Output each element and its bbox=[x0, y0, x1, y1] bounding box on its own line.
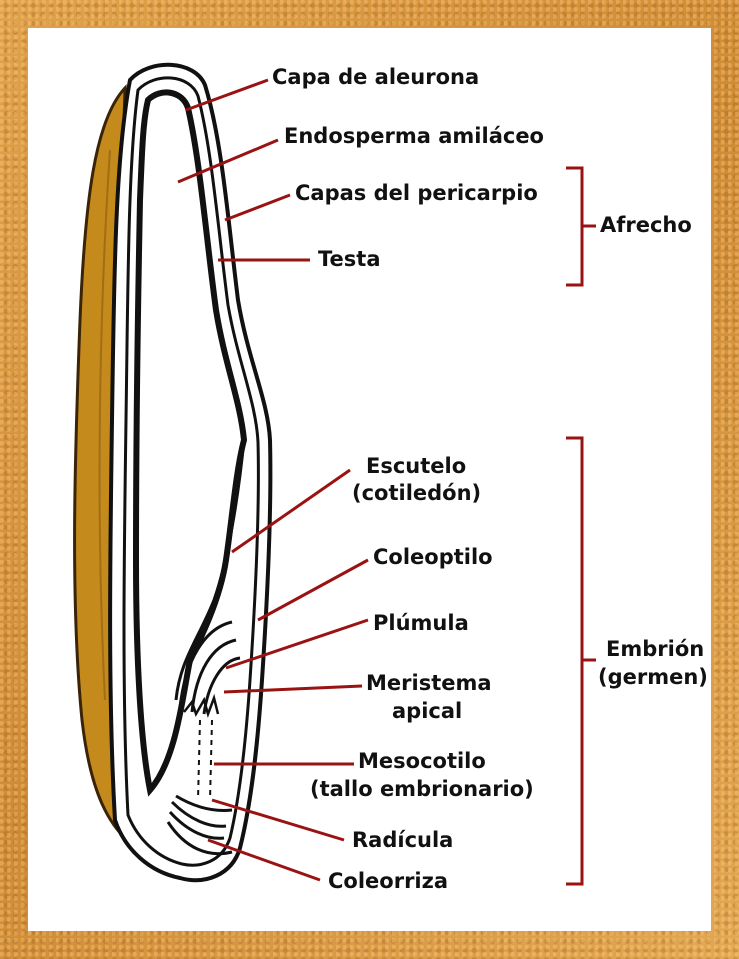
bracket-afrecho bbox=[566, 168, 596, 285]
label-meristema-2: apical bbox=[392, 699, 462, 723]
label-coleorriza: Coleorriza bbox=[328, 869, 448, 893]
leader-pericarpio bbox=[225, 195, 290, 220]
label-embrion-2: (germen) bbox=[598, 665, 708, 689]
label-escutelo-1: Escutelo bbox=[366, 454, 466, 478]
label-embrion-1: Embrión bbox=[606, 637, 704, 661]
label-plumula: Plúmula bbox=[373, 611, 469, 635]
label-mesocotilo-2: (tallo embrionario) bbox=[310, 777, 534, 801]
label-escutelo-2: (cotiledón) bbox=[352, 481, 481, 505]
bracket-embrion bbox=[566, 438, 596, 884]
leader-coleoptilo bbox=[258, 560, 368, 620]
label-radicula: Radícula bbox=[352, 828, 453, 852]
label-meristema-1: Meristema bbox=[366, 671, 492, 695]
label-mesocotilo-1: Mesocotilo bbox=[358, 749, 486, 773]
label-afrecho: Afrecho bbox=[600, 213, 692, 237]
label-testa: Testa bbox=[318, 247, 381, 271]
label-coleoptilo: Coleoptilo bbox=[373, 545, 493, 569]
label-pericarpio: Capas del pericarpio bbox=[295, 181, 538, 205]
label-endosperma: Endosperma amiláceo bbox=[284, 124, 544, 148]
label-capa-aleurona: Capa de aleurona bbox=[272, 65, 479, 89]
